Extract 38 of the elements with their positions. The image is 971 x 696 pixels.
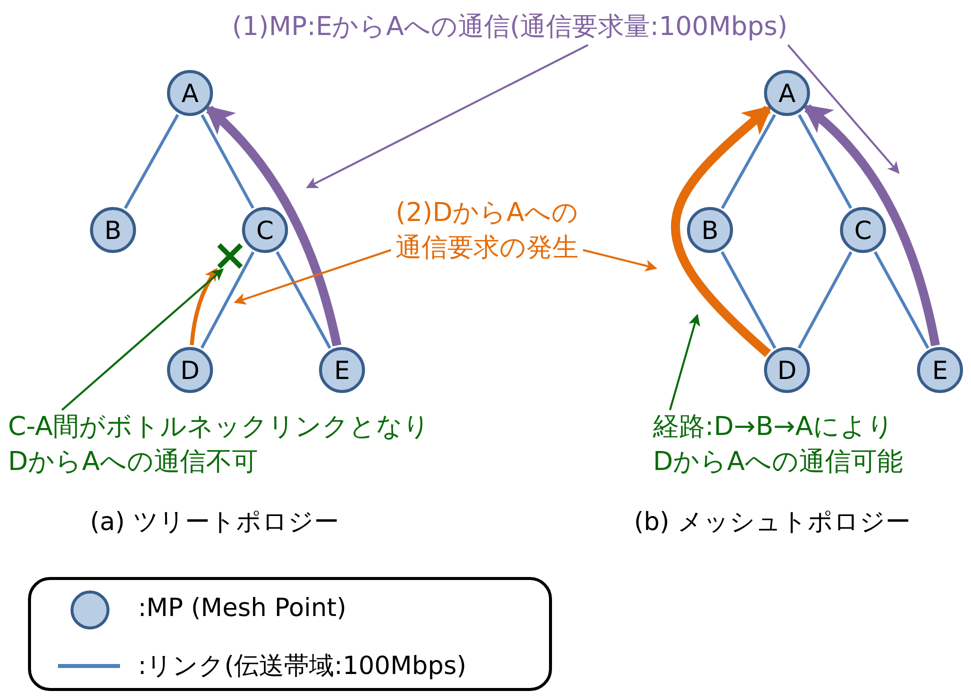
mesh-point-circle: E (319, 347, 365, 393)
flow-arrow (802, 104, 940, 346)
flow-arrow (204, 105, 342, 346)
link-line (200, 251, 255, 349)
mesh-point-circle: E (917, 347, 963, 393)
mesh-point-circle: B (687, 207, 733, 253)
mesh-point-circle: A (764, 70, 810, 116)
mesh-point-circle: B (90, 207, 136, 253)
leader-line (582, 249, 658, 272)
mesh-point-circle: C (840, 207, 886, 253)
link-line (200, 114, 254, 209)
annotation-text: (1)MP:EからAへの通信(通信要求量:100Mbps) (232, 10, 788, 45)
caption-text: (a) ツリートポロジー (90, 506, 339, 538)
link-line (720, 251, 776, 349)
leader-line (669, 314, 700, 410)
mesh-point-circle: C (242, 207, 288, 253)
legend-text: :MP (Mesh Point) (138, 593, 346, 622)
annotation-text: (2)DからAへの通信要求の発生 (391, 196, 583, 266)
leader-line (234, 249, 392, 305)
legend-text: :リンク(伝送帯域:100Mbps) (138, 650, 466, 682)
leader-line (61, 268, 224, 411)
mesh-point-circle: D (764, 347, 810, 393)
link-line (720, 114, 776, 209)
link-line (124, 114, 180, 209)
mesh-point-circle: D (167, 347, 213, 393)
link-line (798, 114, 852, 209)
annotation-text: 経路:D→B→AによりDからAへの通信可能 (653, 410, 905, 480)
caption-text: (b) メッシュトポロジー (634, 506, 910, 538)
link-line (276, 251, 332, 349)
flow-arrow (671, 105, 772, 358)
arrow (190, 268, 218, 346)
annotation-text: C-A間がボトルネックリンクとなりDからAへの通信不可 (8, 410, 442, 480)
link-line (798, 251, 852, 349)
link-line (874, 251, 930, 349)
leader-line (787, 44, 900, 174)
cross-mark (216, 242, 244, 270)
leader-line (306, 44, 588, 188)
mesh-point-circle: A (167, 70, 213, 116)
